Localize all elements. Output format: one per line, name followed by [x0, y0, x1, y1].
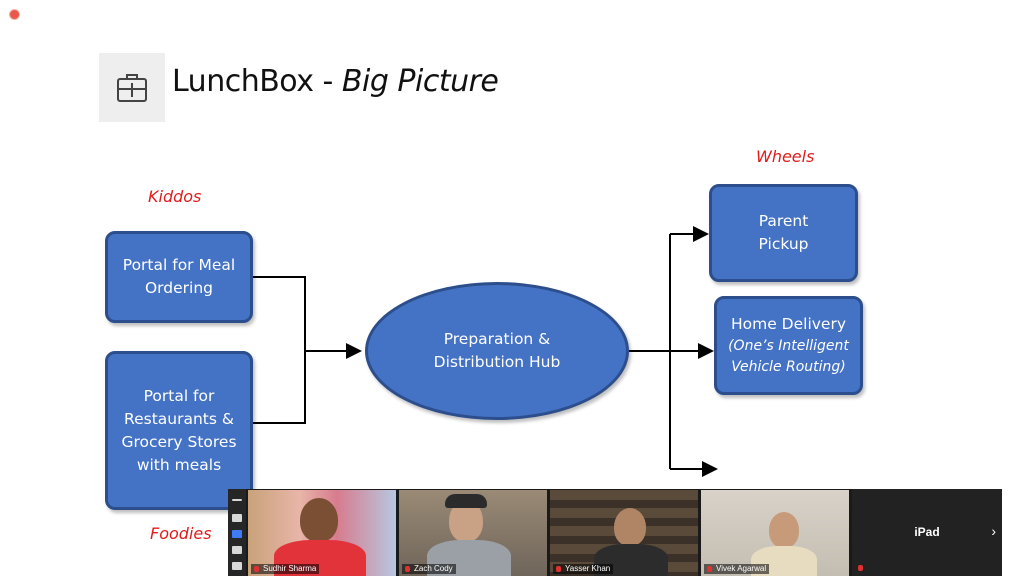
distribution-hub-text: Preparation & Distribution Hub	[433, 330, 561, 371]
lunchbox-logo	[99, 53, 165, 122]
parent-pickup-text: Parent Pickup	[758, 212, 809, 253]
participant-name: Vivek Agarwal	[716, 564, 767, 573]
participant-name-tag: Yasser Khan	[553, 564, 614, 574]
home-delivery-text: Home Delivery	[730, 315, 847, 333]
participant-tile[interactable]: Vivek Agarwal	[701, 490, 849, 576]
ipad-participant-tile[interactable]: iPad ›	[852, 489, 1002, 576]
participant-head	[769, 512, 799, 548]
muted-mic-icon	[254, 566, 259, 572]
participant-name-tag: Vivek Agarwal	[704, 564, 770, 574]
participant-name: Sudhir Sharma	[263, 564, 317, 573]
participant-head	[614, 508, 646, 546]
participant-tile[interactable]: Yasser Khan	[550, 490, 698, 576]
connector-meal-portal	[252, 276, 306, 424]
minimize-icon[interactable]	[232, 499, 242, 501]
meal-ordering-portal-box: Portal for Meal Ordering	[105, 231, 253, 323]
participant-head	[300, 498, 338, 542]
participant-cap	[445, 494, 487, 508]
thumbnail-view-icon[interactable]	[232, 514, 242, 522]
home-delivery-note: (One’s Intelligent Vehicle Routing)	[728, 338, 849, 375]
muted-mic-icon	[707, 566, 712, 572]
ipad-label: iPad	[914, 525, 940, 539]
participant-name: Zach Cody	[414, 564, 453, 573]
participant-name-tag: Sudhir Sharma	[251, 564, 320, 574]
lunchbox-icon	[117, 74, 147, 102]
chevron-right-icon[interactable]: ›	[991, 523, 996, 539]
participant-name-tag: Zach Cody	[402, 564, 456, 574]
strip-view-icon[interactable]	[232, 530, 242, 538]
participant-tile[interactable]: Zach Cody	[399, 490, 547, 576]
parent-pickup-box: Parent Pickup	[709, 184, 858, 282]
distribution-hub-ellipse: Preparation & Distribution Hub	[365, 282, 629, 420]
muted-mic-icon	[405, 566, 410, 572]
label-kiddos: Kiddos	[148, 187, 202, 206]
participant-name: Yasser Khan	[565, 564, 611, 573]
label-foodies: Foodies	[150, 524, 212, 543]
hide-video-icon[interactable]	[232, 562, 242, 570]
slide-title-separator: -	[313, 64, 342, 99]
home-delivery-box: Home Delivery (One’s Intelligent Vehicle…	[714, 296, 863, 395]
gallery-view-icon[interactable]	[232, 546, 242, 554]
muted-mic-icon	[556, 566, 561, 572]
participant-tile[interactable]: Sudhir Sharma	[248, 490, 396, 576]
restaurant-portal-text: Portal for Restaurants & Grocery Stores …	[121, 386, 237, 474]
slide-title-sub: Big Picture	[341, 64, 499, 99]
label-wheels: Wheels	[756, 147, 815, 166]
slide-title: LunchBox - Big Picture	[172, 64, 499, 99]
recording-indicator-icon	[9, 9, 20, 20]
meal-ordering-portal-text: Portal for Meal Ordering	[122, 256, 236, 297]
restaurant-portal-box: Portal for Restaurants & Grocery Stores …	[105, 351, 253, 510]
strip-toolbar	[228, 489, 246, 576]
muted-mic-icon	[858, 565, 863, 571]
slide-title-main: LunchBox	[172, 64, 314, 99]
meeting-video-strip[interactable]: Sudhir Sharma Zach Cody Yasser Khan Vive…	[228, 489, 1002, 576]
